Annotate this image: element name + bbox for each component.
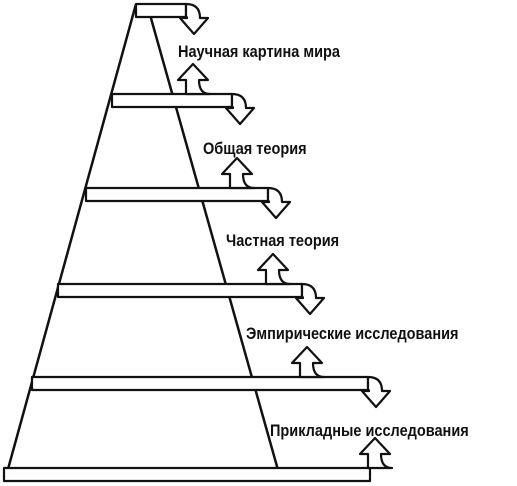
down-arrow-icon-3 xyxy=(294,282,326,316)
up-arrow-icon-5 xyxy=(358,436,394,470)
level-label-general-theory: Общая теория xyxy=(203,140,307,158)
level-label-applied-research: Прикладные исследования xyxy=(270,422,469,440)
down-arrow-icon-0 xyxy=(178,2,210,36)
level-label-scientific-worldview: Научная картина мира xyxy=(178,43,340,61)
level-bar-0 xyxy=(134,2,188,19)
level-bar-1 xyxy=(110,92,234,109)
up-arrow-icon-3 xyxy=(256,252,292,286)
level-bar-4 xyxy=(30,375,370,392)
level-bar-3 xyxy=(56,282,304,299)
level-bar-2 xyxy=(84,186,270,203)
level-bar-5 xyxy=(2,466,372,483)
up-arrow-icon-4 xyxy=(290,345,326,379)
down-arrow-icon-4 xyxy=(360,375,392,409)
up-arrow-icon-1 xyxy=(176,62,212,96)
pyramid-left-edge xyxy=(3,3,138,481)
level-label-particular-theory: Частная теория xyxy=(226,232,340,250)
down-arrow-icon-1 xyxy=(224,92,256,126)
down-arrow-icon-2 xyxy=(260,186,292,220)
up-arrow-icon-2 xyxy=(220,156,256,190)
pyramid-right-edge xyxy=(145,3,280,471)
level-label-empirical-research: Эмпирические исследования xyxy=(246,325,459,343)
